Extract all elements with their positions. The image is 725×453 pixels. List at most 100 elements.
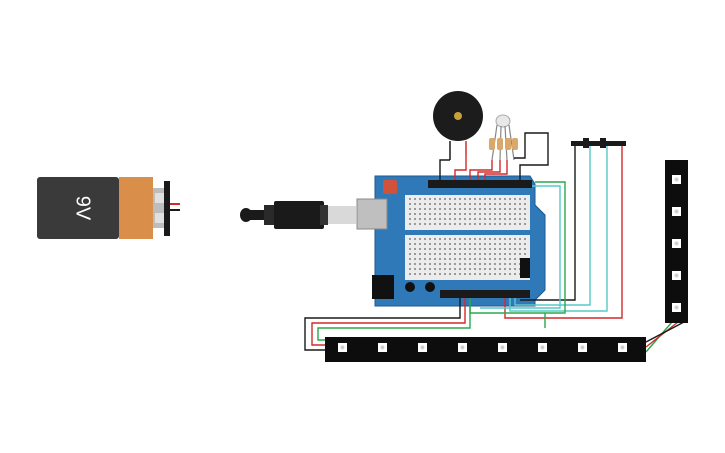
breadboard-hole bbox=[449, 223, 451, 225]
breadboard-hole bbox=[459, 203, 461, 205]
breadboard-hole bbox=[474, 198, 476, 200]
breadboard-hole bbox=[414, 248, 416, 250]
breadboard-hole bbox=[479, 223, 481, 225]
resistor-1 bbox=[489, 138, 495, 150]
breadboard-hole bbox=[469, 238, 471, 240]
rgb-led-with-resistors[interactable] bbox=[489, 114, 518, 161]
breadboard-hole bbox=[409, 243, 411, 245]
pin-headers[interactable] bbox=[571, 138, 626, 148]
breadboard-hole bbox=[494, 248, 496, 250]
breadboard-hole bbox=[479, 273, 481, 275]
breadboard-hole bbox=[459, 253, 461, 255]
breadboard-hole bbox=[439, 203, 441, 205]
breadboard-hole bbox=[434, 208, 436, 210]
breadboard-hole bbox=[424, 273, 426, 275]
breadboard-hole bbox=[494, 243, 496, 245]
breadboard-hole bbox=[489, 223, 491, 225]
breadboard-hole bbox=[439, 248, 441, 250]
breadboard-hole bbox=[449, 218, 451, 220]
breadboard-hole bbox=[419, 223, 421, 225]
breadboard-hole bbox=[474, 258, 476, 260]
breadboard-hole bbox=[484, 253, 486, 255]
breadboard-hole bbox=[479, 198, 481, 200]
breadboard-hole bbox=[459, 248, 461, 250]
breadboard-hole bbox=[454, 258, 456, 260]
breadboard-hole bbox=[509, 218, 511, 220]
breadboard-hole bbox=[409, 268, 411, 270]
breadboard-hole bbox=[509, 263, 511, 265]
breadboard-hole bbox=[429, 208, 431, 210]
breadboard-hole bbox=[489, 243, 491, 245]
breadboard-hole bbox=[454, 263, 456, 265]
arduino-uno[interactable] bbox=[356, 175, 546, 307]
breadboard-hole bbox=[424, 203, 426, 205]
breadboard-hole bbox=[414, 208, 416, 210]
breadboard-hole bbox=[429, 218, 431, 220]
breadboard-hole bbox=[489, 253, 491, 255]
breadboard-hole bbox=[444, 208, 446, 210]
breadboard-hole bbox=[519, 248, 521, 250]
breadboard-hole bbox=[454, 253, 456, 255]
breadboard-hole bbox=[474, 253, 476, 255]
breadboard-hole bbox=[459, 243, 461, 245]
breadboard-hole bbox=[449, 248, 451, 250]
usb-cable[interactable] bbox=[240, 201, 356, 229]
breadboard-hole bbox=[409, 258, 411, 260]
breadboard-hole bbox=[424, 198, 426, 200]
breadboard-hole bbox=[494, 273, 496, 275]
usb-plug-metal bbox=[328, 206, 356, 224]
breadboard-hole bbox=[464, 223, 466, 225]
battery-terminal-block bbox=[164, 181, 170, 236]
breadboard-bottom bbox=[405, 235, 530, 280]
breadboard-hole bbox=[504, 198, 506, 200]
breadboard-hole bbox=[514, 263, 516, 265]
breadboard-hole bbox=[514, 218, 516, 220]
breadboard-hole bbox=[449, 268, 451, 270]
breadboard-hole bbox=[479, 263, 481, 265]
breadboard-hole bbox=[484, 268, 486, 270]
breadboard-hole bbox=[414, 223, 416, 225]
breadboard-hole bbox=[499, 263, 501, 265]
breadboard-hole bbox=[409, 218, 411, 220]
breadboard-hole bbox=[504, 268, 506, 270]
breadboard-hole bbox=[524, 243, 526, 245]
breadboard-hole bbox=[424, 263, 426, 265]
breadboard-hole bbox=[474, 263, 476, 265]
breadboard-hole bbox=[409, 263, 411, 265]
neopixel-led-core bbox=[674, 209, 679, 214]
breadboard-hole bbox=[479, 268, 481, 270]
breadboard-hole bbox=[484, 203, 486, 205]
breadboard-hole bbox=[519, 253, 521, 255]
breadboard-hole bbox=[479, 213, 481, 215]
breadboard-hole bbox=[424, 258, 426, 260]
breadboard-hole bbox=[484, 213, 486, 215]
breadboard-hole bbox=[454, 238, 456, 240]
breadboard-hole bbox=[489, 238, 491, 240]
breadboard-hole bbox=[444, 273, 446, 275]
breadboard-hole bbox=[479, 218, 481, 220]
breadboard-hole bbox=[444, 253, 446, 255]
breadboard-hole bbox=[444, 218, 446, 220]
breadboard-hole bbox=[439, 263, 441, 265]
battery-9v[interactable]: 9V bbox=[37, 177, 180, 239]
breadboard-hole bbox=[489, 263, 491, 265]
piezo-buzzer[interactable] bbox=[433, 91, 483, 160]
neopixel-led-core bbox=[380, 345, 385, 350]
neopixel-strip-vertical[interactable] bbox=[665, 160, 688, 323]
breadboard-top bbox=[405, 195, 530, 230]
breadboard-hole bbox=[514, 253, 516, 255]
breadboard-hole bbox=[509, 243, 511, 245]
breadboard-hole bbox=[484, 243, 486, 245]
breadboard-hole bbox=[424, 208, 426, 210]
neopixel-strip-horizontal[interactable] bbox=[325, 337, 646, 362]
breadboard-hole bbox=[469, 273, 471, 275]
breadboard-hole bbox=[469, 258, 471, 260]
breadboard-hole bbox=[419, 268, 421, 270]
breadboard-hole bbox=[484, 263, 486, 265]
breadboard-hole bbox=[429, 268, 431, 270]
breadboard-hole bbox=[464, 238, 466, 240]
breadboard-hole bbox=[504, 238, 506, 240]
breadboard-hole bbox=[469, 268, 471, 270]
breadboard-hole bbox=[419, 258, 421, 260]
breadboard-hole bbox=[409, 248, 411, 250]
